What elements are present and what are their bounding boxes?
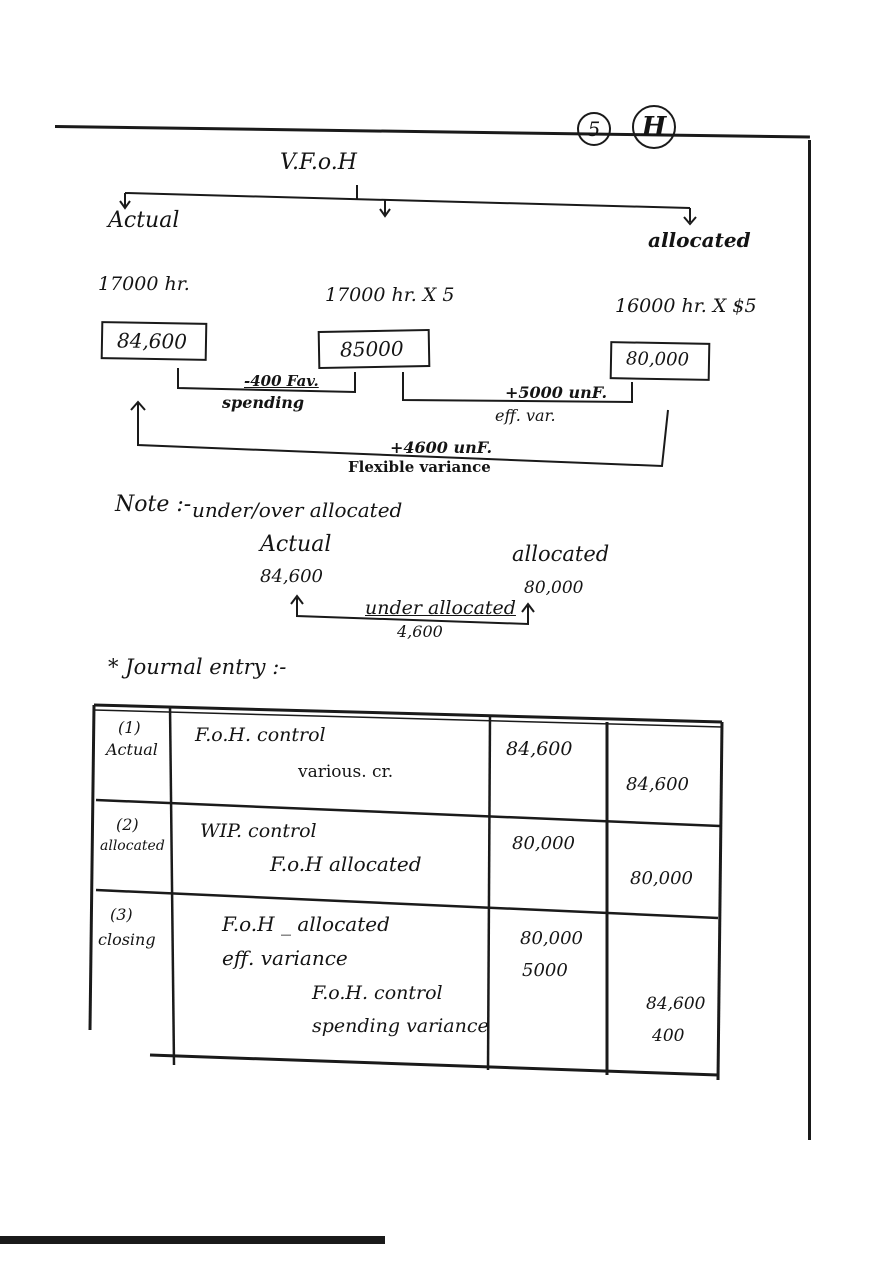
actual-label: Actual	[108, 208, 180, 233]
entry-2-debit-account: WIP. control	[200, 820, 317, 842]
entry-2-tag: allocated	[100, 838, 165, 854]
entry-1-credit: 84,600	[626, 774, 689, 795]
spending-variance-value: -400 Fav.	[244, 372, 319, 390]
note-under-label: under allocated	[365, 597, 516, 619]
page-number-circled: 5	[577, 112, 611, 146]
entry-1-credit-account: various. cr.	[298, 762, 394, 782]
entry-3-debit-2: 5000	[522, 960, 568, 981]
efficiency-variance-label: eff. var.	[495, 406, 556, 425]
entry-3-number: (3)	[110, 905, 133, 924]
middle-hours: 17000 hr. X 5	[325, 284, 455, 306]
note-title: under/over allocated	[192, 498, 403, 522]
spending-variance-label: spending	[222, 393, 305, 412]
journal-heading: * Journal entry :-	[108, 655, 287, 679]
entry-3-credit-2: 400	[652, 1026, 685, 1046]
right-margin-rule	[808, 140, 811, 1140]
diagram-title: V.F.o.H	[280, 150, 357, 175]
entry-3-credit-account-1: F.o.H. control	[312, 982, 443, 1004]
entry-3-debit-account-1: F.o.H _ allocated	[222, 912, 390, 936]
section-letter-circled: H	[632, 105, 676, 149]
entry-3-credit-account-2: spending variance	[312, 1015, 489, 1037]
entry-1-number: (1)	[118, 718, 141, 737]
note-actual-label: Actual	[260, 532, 332, 557]
allocated-hours: 16000 hr. X $5	[615, 295, 757, 317]
flexible-variance-label: Flexible variance	[348, 458, 491, 476]
entry-2-credit-account: F.o.H allocated	[270, 852, 422, 876]
note-under-value: 4,600	[397, 622, 443, 641]
allocated-label: allocated	[648, 228, 751, 252]
entry-2-credit: 80,000	[630, 868, 693, 889]
entry-3-debit-account-2: eff. variance	[222, 946, 348, 970]
note-allocated-label: allocated	[512, 542, 610, 566]
entry-1-debit: 84,600	[506, 738, 573, 760]
note-heading: Note :-	[115, 492, 192, 517]
efficiency-variance-value: +5000 unF.	[505, 383, 608, 402]
entry-3-debit-1: 80,000	[520, 928, 583, 949]
entry-3-tag: closing	[98, 930, 156, 949]
entry-1-tag: Actual	[106, 740, 158, 759]
note-actual-value: 84,600	[260, 566, 323, 587]
entry-2-number: (2)	[116, 815, 139, 834]
note-allocated-value: 80,000	[524, 578, 584, 598]
entry-1-debit-account: F.o.H. control	[195, 724, 326, 746]
actual-hours: 17000 hr.	[98, 273, 190, 295]
flexible-variance-value: +4600 unF.	[390, 438, 493, 457]
bottom-scan-bar	[0, 1236, 385, 1244]
entry-3-credit-1: 84,600	[646, 994, 706, 1014]
entry-2-debit: 80,000	[512, 833, 575, 854]
